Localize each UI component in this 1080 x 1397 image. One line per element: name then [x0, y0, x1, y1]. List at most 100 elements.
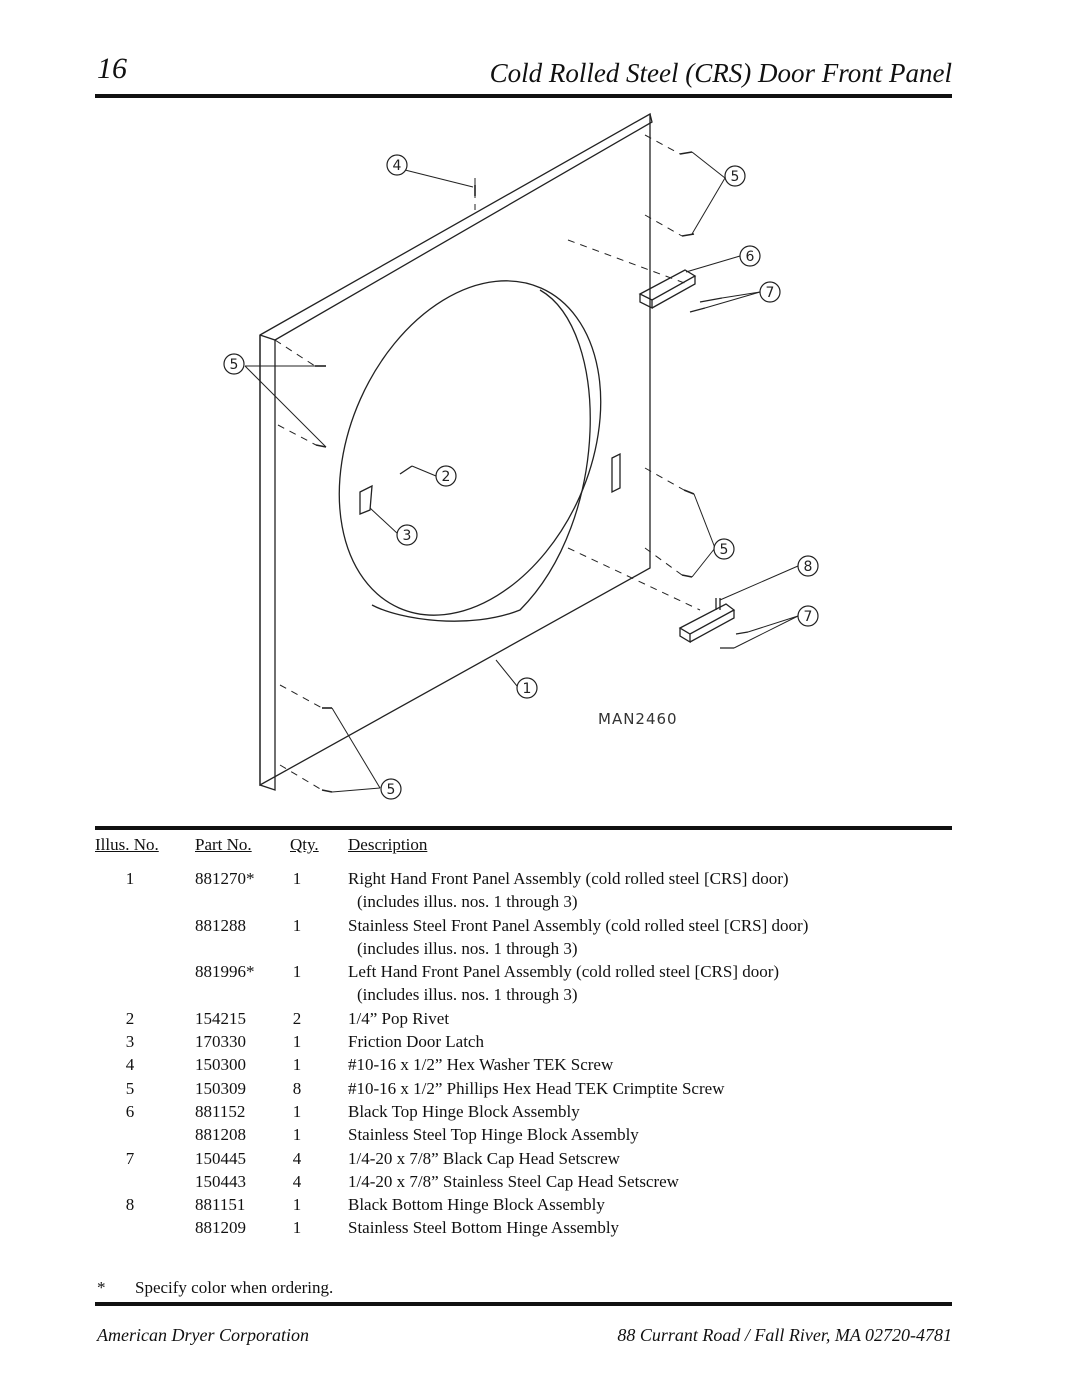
cell-description: Stainless Steel Front Panel Assembly (co…	[348, 915, 809, 935]
cell-qty: 1	[292, 1055, 302, 1075]
cell-description: 1/4” Pop Rivet	[348, 1008, 450, 1028]
cell-description: Stainless Steel Bottom Hinge Assembly	[348, 1218, 620, 1238]
footer-address: 88 Currant Road / Fall River, MA 02720-4…	[617, 1325, 952, 1345]
cell-qty: 2	[292, 1008, 302, 1028]
cell-qty: 1	[292, 1125, 302, 1145]
table-row: 881208 1 Stainless Steel Top Hinge Block A…	[95, 1125, 952, 1148]
cell-qty: 1	[292, 1195, 302, 1215]
callout-label: 2	[442, 469, 451, 485]
cell-illus-no: 6	[125, 1101, 135, 1121]
cell-part-no: 881208	[195, 1125, 246, 1145]
cell-illus-no	[95, 892, 195, 915]
cell-description: (includes illus. nos. 1 through 3)	[357, 892, 578, 912]
page-number: 16	[97, 52, 127, 85]
callout-label: 5	[720, 542, 729, 558]
exploded-parts-diagram: 4 5 6 7 5 2 3 5 8 7 1 5 MAN2460	[95, 102, 952, 820]
cell-description: (includes illus. nos. 1 through 3)	[357, 938, 578, 958]
cell-illus-no: 2	[125, 1008, 135, 1028]
strike-plate	[611, 452, 621, 494]
cell-qty	[290, 892, 348, 915]
table-row: 881209 1 Stainless Steel Bottom Hinge Asse…	[95, 1218, 952, 1241]
bottom-hinge-block	[678, 603, 736, 644]
door-window-outline	[338, 280, 602, 616]
door-panel-top-edge	[259, 113, 653, 341]
cell-illus-no	[95, 1218, 195, 1241]
cell-description: 1/4-20 x 7/8” Black Cap Head Setscrew	[348, 1148, 620, 1168]
header-qty: Qty.	[290, 835, 319, 854]
cell-part-no: 881996*	[195, 962, 255, 982]
cell-description: Stainless Steel Top Hinge Block Assembly	[348, 1125, 639, 1145]
cell-part-no: 170330	[195, 1032, 246, 1052]
cell-qty: 4	[292, 1148, 302, 1168]
cell-description: #10-16 x 1/2” Phillips Hex Head TEK Crim…	[348, 1078, 725, 1098]
top-hinge-block	[638, 269, 697, 310]
footer-rule	[95, 1302, 952, 1306]
cell-part-no: 150443	[195, 1171, 246, 1191]
cell-qty: 1	[292, 869, 302, 888]
callout-label: 7	[766, 285, 775, 301]
cell-illus-no	[95, 962, 195, 985]
cell-qty: 1	[292, 1218, 302, 1238]
footer-company: American Dryer Corporation	[97, 1325, 309, 1345]
cell-qty: 8	[292, 1078, 302, 1098]
table-row: 881288 1 Stainless Steel Front Panel Assem…	[95, 916, 952, 939]
callout-label: 1	[523, 681, 532, 697]
cell-part-no: 150445	[195, 1148, 246, 1168]
cell-illus-no: 7	[125, 1148, 135, 1168]
footnote-symbol: *	[97, 1278, 106, 1297]
header-description: Description	[348, 835, 428, 854]
parts-table-header: Illus. No. Part No. Qty. Description	[95, 835, 952, 869]
cell-description: Left Hand Front Panel Assembly (cold rol…	[348, 962, 780, 982]
cell-part-no	[195, 985, 290, 1008]
cell-part-no: 881270*	[195, 869, 255, 888]
callout-label: 8	[804, 559, 813, 575]
cell-description: Friction Door Latch	[348, 1032, 484, 1052]
footnote: * Specify color when ordering.	[97, 1278, 333, 1298]
cell-illus-no	[95, 1172, 195, 1195]
cell-description: Black Bottom Hinge Block Assembly	[348, 1195, 605, 1215]
cell-illus-no	[95, 985, 195, 1008]
door-window-depth	[371, 289, 591, 622]
table-row: (includes illus. nos. 1 through 3)	[95, 939, 952, 962]
table-row: 7 150445 4 1/4-20 x 7/8” Black Cap Head Set…	[95, 1149, 952, 1172]
header-part-no: Part No.	[195, 835, 252, 854]
callout-label: 4	[393, 158, 402, 174]
cell-part-no: 150309	[195, 1078, 246, 1098]
cell-illus-no: 5	[125, 1078, 135, 1098]
friction-latch	[359, 484, 373, 515]
cell-description: (includes illus. nos. 1 through 3)	[357, 985, 578, 1005]
cell-part-no: 881209	[195, 1218, 246, 1238]
callout-label: 3	[403, 528, 412, 544]
cell-illus-no	[95, 916, 195, 939]
cell-part-no: 881288	[195, 915, 246, 935]
table-row: (includes illus. nos. 1 through 3)	[95, 985, 952, 1008]
cell-part-no	[195, 892, 290, 915]
page-title: Cold Rolled Steel (CRS) Door Front Panel	[489, 58, 952, 88]
cell-qty	[290, 939, 348, 962]
door-panel-front-face	[259, 112, 651, 787]
table-row: (includes illus. nos. 1 through 3)	[95, 892, 952, 915]
cell-part-no	[195, 939, 290, 962]
callout-label: 7	[804, 609, 813, 625]
callout-label: 5	[387, 782, 396, 798]
cell-illus-no: 4	[125, 1055, 135, 1075]
callout-label: 6	[746, 249, 755, 265]
cell-description: 1/4-20 x 7/8” Stainless Steel Cap Head S…	[348, 1171, 679, 1191]
cell-illus-no	[95, 1125, 195, 1148]
header-rule	[95, 94, 952, 98]
cell-description: #10-16 x 1/2” Hex Washer TEK Screw	[348, 1055, 614, 1075]
door-panel-side-edge	[259, 335, 276, 791]
cell-part-no: 881152	[195, 1101, 246, 1121]
footnote-text: Specify color when ordering.	[135, 1278, 334, 1297]
cell-qty: 4	[292, 1171, 302, 1191]
table-rule	[95, 826, 952, 830]
cell-qty: 1	[292, 915, 302, 935]
table-row: 150443 4 1/4-20 x 7/8” Stainless Steel Cap…	[95, 1172, 952, 1195]
